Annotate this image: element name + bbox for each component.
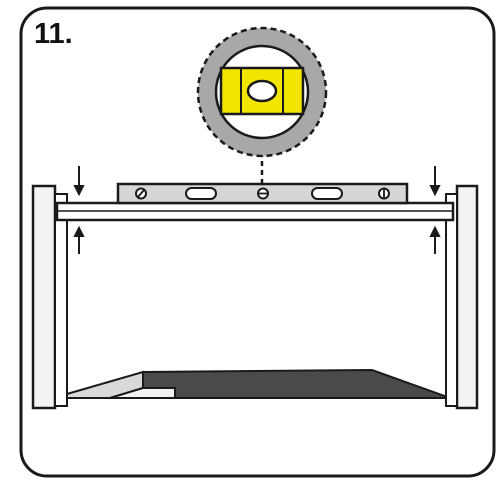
step-frame — [19, 6, 496, 478]
closeup-bubble — [246, 79, 278, 103]
pinch-arrows-icon — [73, 166, 441, 254]
level-vial-left — [185, 187, 217, 200]
cabinet-structure — [31, 184, 479, 410]
right-side-panel-inner — [445, 193, 458, 407]
right-side-panel — [455, 184, 479, 410]
level-vial-right — [311, 187, 343, 200]
left-side-panel-inner — [54, 193, 68, 407]
left-side-panel — [31, 184, 57, 410]
step-number: 11. — [34, 18, 73, 50]
spirit-level — [116, 182, 409, 205]
magnifier-closeup-icon — [196, 26, 328, 158]
